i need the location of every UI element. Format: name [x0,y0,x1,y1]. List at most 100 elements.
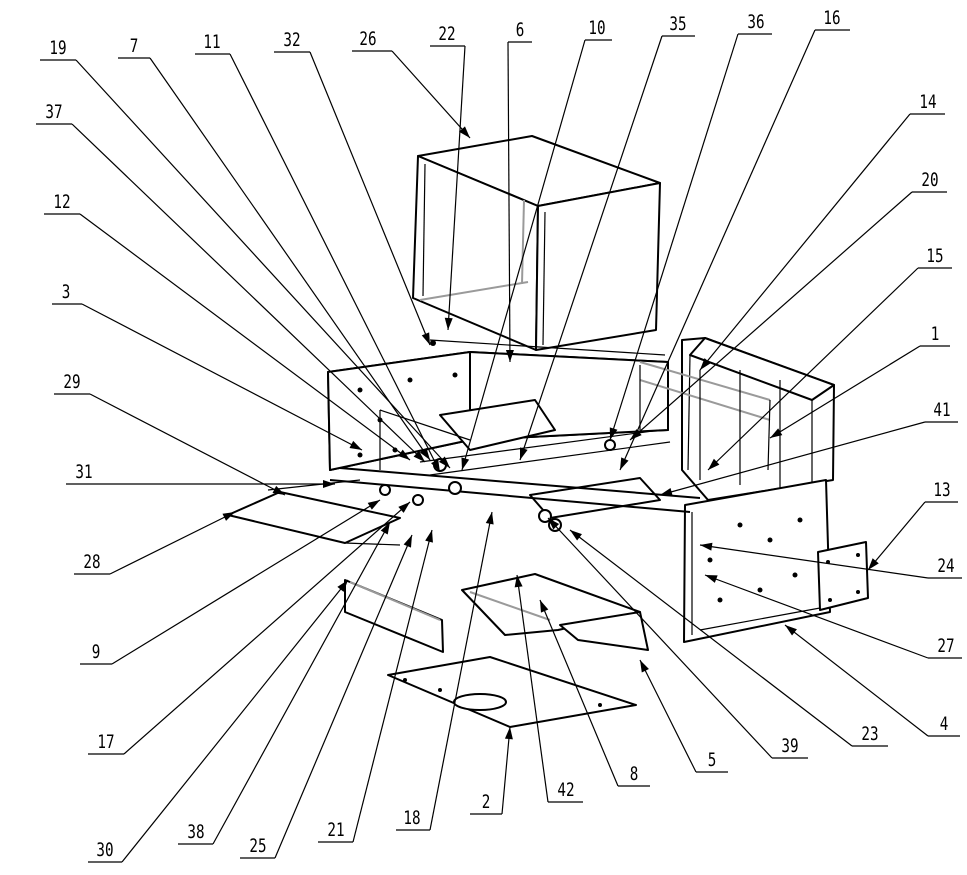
callout-number: 15 [926,244,943,267]
callout-arrowhead [444,317,453,330]
callout-leader-line [123,501,411,755]
callout-number: 30 [96,838,113,861]
callout-arrowhead [419,447,430,460]
callout-number: 42 [557,778,574,801]
callout-39: 39 [547,517,808,759]
callout-arrowhead [570,530,582,541]
callout-number: 25 [249,834,266,857]
callout-number: 22 [438,22,455,45]
callout-20: 20 [629,168,947,441]
callout-number: 1 [931,322,940,345]
callout-arrowhead [630,429,642,440]
callout-number: 20 [921,168,938,191]
callout-1: 1 [769,322,950,439]
callout-arrowhead [540,600,549,613]
callout-leader-line [89,393,286,496]
callout-leader-line [501,726,511,815]
callout-arrowhead [413,450,425,462]
callout-arrowhead [421,332,430,345]
callout-35: 35 [519,12,695,461]
middle-plate-part [461,573,649,651]
callout-leader-line [229,53,441,473]
callout-leader-line [75,59,451,469]
callout-number: 23 [861,722,878,745]
callout-number: 28 [83,550,100,573]
callout-leader-line [507,41,511,363]
callout-arrowhead [785,625,797,636]
front-lower-panel-part [344,579,444,653]
callout-number: 7 [130,34,139,57]
callout-arrowhead [349,440,362,450]
callout-arrowhead [425,530,433,543]
callout-number: 31 [75,460,92,483]
callout-number: 17 [97,730,114,753]
callout-arrowhead [337,580,348,592]
callout-number: 41 [933,398,950,421]
callout-leader-line [111,499,381,665]
callout-leader-line [309,51,431,346]
callout-number: 16 [823,6,840,29]
callout-leader-line [569,529,853,747]
callout-arrowhead [700,358,711,370]
callout-23: 23 [569,529,888,747]
front-tray-part [227,479,401,546]
callout-number: 21 [327,818,344,841]
callout-leader-line [121,579,349,863]
callout-leader-line [629,191,913,441]
callout-30: 30 [88,579,349,863]
callout-27: 27 [704,574,962,659]
callout-number: 11 [203,30,220,53]
callout-number: 36 [747,10,764,33]
callout-arrowhead [705,575,718,583]
callout-leader-line [149,57,431,461]
callout-leader-line [109,511,236,575]
callout-number: 14 [919,90,936,113]
callout-leader-line [391,50,471,139]
callout-number: 29 [63,370,80,393]
callout-31: 31 [66,460,335,488]
callout-17: 17 [88,501,411,755]
callout-16: 16 [619,6,850,471]
callout-arrowhead [461,457,470,470]
callout-leader-line [212,521,391,845]
callout-24: 24 [699,542,962,579]
callout-2: 2 [470,726,513,815]
callout-9: 9 [80,499,381,665]
bottom-plate-part [387,656,637,728]
callout-leader-line [639,659,697,773]
callout-leader-line [539,599,619,787]
callout-number: 38 [187,820,204,843]
callout-arrowhead [514,575,523,588]
callout-number: 3 [62,280,71,303]
callout-38: 38 [178,521,391,845]
callout-7: 7 [118,34,431,461]
callout-36: 36 [609,10,772,441]
callout-number: 18 [403,806,420,829]
callout-number: 10 [588,16,605,39]
callout-number: 19 [49,36,66,59]
callout-leader-line [81,303,363,451]
callout-5: 5 [639,659,728,773]
callout-arrowhead [485,512,494,525]
callout-12: 12 [44,190,411,461]
callout-arrowhead [380,522,390,535]
callout-42: 42 [514,574,583,803]
callout-arrowhead [868,558,879,570]
callout-arrowhead [548,518,560,530]
callout-29: 29 [54,370,286,496]
callout-leader-line [461,39,586,471]
callout-28: 28 [74,511,236,575]
callout-leader-line [699,544,929,579]
callout-number: 2 [482,790,491,813]
callout-leader-line [769,345,921,439]
callout-leader-line [704,574,929,659]
callout-arrowhead [403,535,412,548]
callout-leader-line [429,511,493,831]
callout-arrowhead [620,457,629,470]
callout-number: 26 [359,27,376,50]
callout-4: 4 [784,624,960,737]
callout-10: 10 [461,16,612,471]
callout-leader-line [352,529,433,843]
